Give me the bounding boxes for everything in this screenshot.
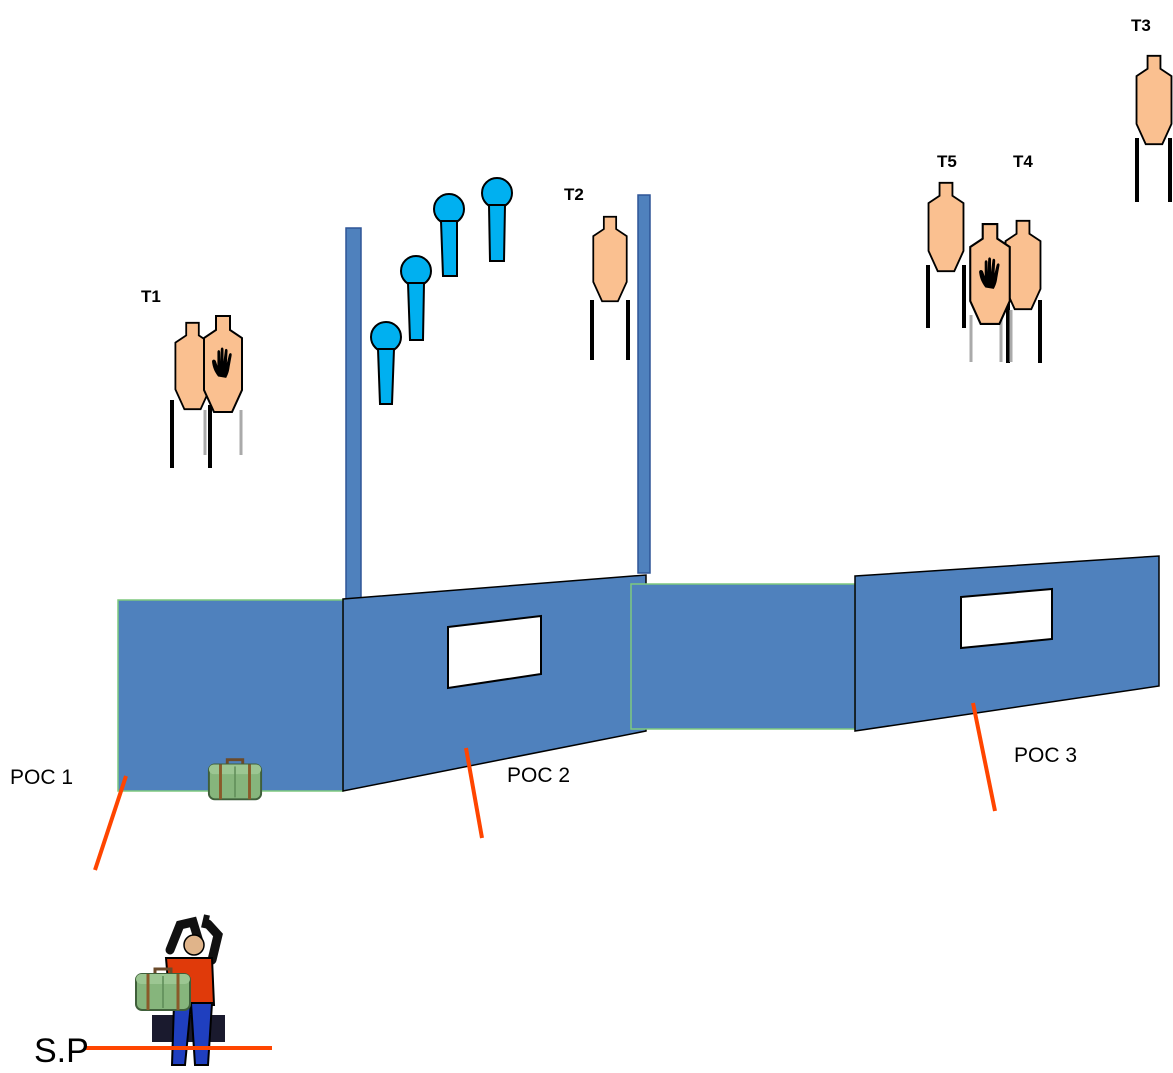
target-t2 bbox=[592, 215, 628, 303]
label-t4: T4 bbox=[1013, 152, 1033, 171]
popper-1 bbox=[370, 321, 402, 405]
vertical-post-left bbox=[345, 227, 362, 606]
popper-4 bbox=[481, 177, 513, 262]
target-t5 bbox=[927, 181, 965, 273]
target-t1-group: T1 bbox=[141, 287, 243, 468]
wall-panel-1 bbox=[117, 599, 344, 792]
target-t3 bbox=[1135, 54, 1173, 146]
fault-line-poc1 bbox=[93, 775, 128, 871]
fault-line-poc3 bbox=[971, 702, 997, 812]
target-t4-t5-group: T5 T4 bbox=[926, 152, 1042, 363]
suitcase-icon bbox=[134, 967, 192, 1012]
label-poc2: POC 2 bbox=[507, 764, 570, 787]
label-poc3: POC 3 bbox=[1014, 744, 1077, 767]
wall-window-4 bbox=[960, 587, 1053, 650]
target-t2-group: T2 bbox=[564, 185, 630, 360]
fault-line-poc2 bbox=[464, 747, 484, 839]
label-start-position: S.P bbox=[34, 1032, 89, 1070]
vertical-post-right bbox=[637, 194, 651, 574]
walls bbox=[117, 555, 1160, 792]
label-t3: T3 bbox=[1131, 16, 1151, 35]
popper-3 bbox=[433, 193, 465, 277]
suitcase-icon bbox=[207, 758, 263, 801]
popper-2 bbox=[400, 255, 432, 341]
label-t5: T5 bbox=[937, 152, 957, 171]
wall-panel-3 bbox=[630, 583, 856, 730]
label-t1: T1 bbox=[141, 287, 161, 306]
shooting-positions: POC 1 POC 2 POC 3 bbox=[10, 702, 1077, 871]
wall-panel-2 bbox=[342, 574, 647, 792]
label-t2: T2 bbox=[564, 185, 584, 204]
start-position: S.P bbox=[34, 914, 272, 1070]
steel-poppers bbox=[370, 177, 513, 405]
wall-window-2 bbox=[447, 614, 542, 690]
label-poc1: POC 1 bbox=[10, 766, 73, 789]
target-t3-group: T3 bbox=[1131, 16, 1173, 202]
